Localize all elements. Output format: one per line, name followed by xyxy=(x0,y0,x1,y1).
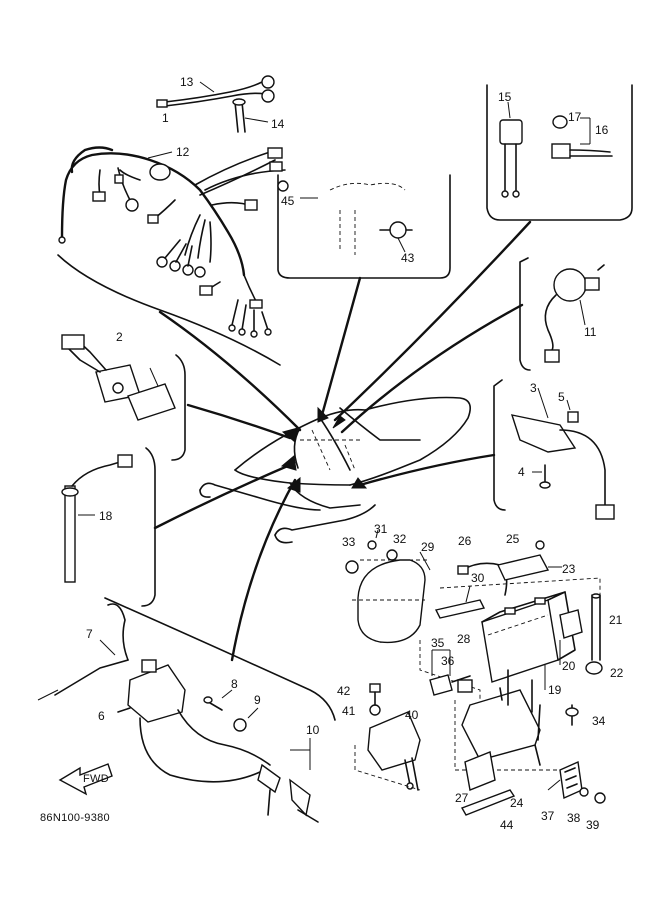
callout-21: 21 xyxy=(609,613,623,627)
part-34-bolt xyxy=(565,704,579,726)
part-10-plug-caps xyxy=(257,738,319,823)
snowmobile-outline xyxy=(199,396,471,544)
callout-34: 34 xyxy=(592,714,606,728)
part-8-bolt xyxy=(203,689,233,711)
callout-18: 18 xyxy=(99,509,113,523)
callout-43: 43 xyxy=(401,251,415,265)
callout-8: 8 xyxy=(231,677,238,691)
part-44-band xyxy=(460,789,516,816)
callout-9: 9 xyxy=(254,693,261,707)
callout-37: 37 xyxy=(541,809,555,823)
callout-2: 2 xyxy=(116,330,123,344)
forward-arrow-icon: FWD xyxy=(58,763,113,796)
callout-1: 1 xyxy=(162,111,169,125)
callout-35: 35 xyxy=(431,636,445,650)
part-35-36-fuse xyxy=(429,649,473,696)
callout-33: 33 xyxy=(342,535,356,549)
callout-16: 16 xyxy=(595,123,609,137)
callout-24: 24 xyxy=(510,796,524,810)
callout-25: 25 xyxy=(506,532,520,546)
part-37-38-39-holder xyxy=(547,760,606,804)
callout-19: 19 xyxy=(548,683,562,697)
part-11-main-switch xyxy=(544,264,605,363)
callout-5: 5 xyxy=(558,390,565,404)
callout-30: 30 xyxy=(471,571,485,585)
part-13-wire-lead xyxy=(156,75,275,108)
part-18-sensor-rod xyxy=(61,454,133,583)
part-14-clip xyxy=(232,98,269,133)
callout-44: 44 xyxy=(500,818,514,832)
battery-assembly-outline xyxy=(419,577,601,710)
callout-42: 42 xyxy=(337,684,351,698)
callout-4: 4 xyxy=(518,465,525,479)
callout-7: 7 xyxy=(86,627,93,641)
callout-labels: 1 2 3 4 5 6 7 8 9 10 11 12 13 14 15 16 1… xyxy=(86,75,624,832)
callout-12: 12 xyxy=(176,145,190,159)
diagram-code: 86N100-9380 xyxy=(40,812,110,824)
callout-6: 6 xyxy=(98,709,105,723)
callout-3: 3 xyxy=(530,381,537,395)
callout-17: 17 xyxy=(568,110,582,124)
part-27-stay xyxy=(464,751,496,791)
part-9-clamp xyxy=(233,707,259,732)
part-40-starter-relay xyxy=(354,711,421,791)
callout-32: 32 xyxy=(393,532,407,546)
part-31-32-33-fasteners xyxy=(345,529,398,574)
callout-28: 28 xyxy=(457,632,471,646)
part-24-battery-box-bracket xyxy=(454,669,560,776)
callout-14: 14 xyxy=(271,117,285,131)
callout-27: 27 xyxy=(455,791,469,805)
callout-23: 23 xyxy=(562,562,576,576)
part-41-42-fasteners xyxy=(369,683,381,716)
callout-22: 22 xyxy=(610,666,624,680)
part-15-relay xyxy=(499,101,523,198)
callout-38: 38 xyxy=(567,811,581,825)
part-21-vent-hose xyxy=(591,593,601,661)
part-1-rectifier xyxy=(127,367,176,421)
callout-11: 11 xyxy=(584,325,597,339)
part-43-45-fittings xyxy=(300,182,413,255)
part-7-lead xyxy=(99,639,116,656)
callout-13: 13 xyxy=(180,75,194,89)
callout-31: 31 xyxy=(374,522,388,536)
callout-29: 29 xyxy=(421,540,435,554)
part-23-25-band xyxy=(497,540,562,581)
callout-10: 10 xyxy=(306,723,320,737)
part-28-battery xyxy=(481,591,576,683)
part-22-cap xyxy=(585,661,603,675)
callout-45: 45 xyxy=(281,194,295,208)
part-30-negative-lead xyxy=(434,585,486,619)
part-3-4-5-regulator xyxy=(510,387,615,520)
part-6-ignition-coil xyxy=(37,603,271,783)
part-2-cdi-unit xyxy=(61,334,141,403)
callout-20: 20 xyxy=(562,659,576,673)
callout-41: 41 xyxy=(342,704,356,718)
callout-26: 26 xyxy=(458,534,472,548)
part-12-main-harness xyxy=(58,146,289,338)
callout-39: 39 xyxy=(586,818,600,832)
callout-15: 15 xyxy=(498,90,512,104)
callout-36: 36 xyxy=(441,654,455,668)
part-29-battery-cover xyxy=(352,551,431,644)
front-label: FWD xyxy=(83,773,109,785)
callout-40: 40 xyxy=(405,708,419,722)
part-20-pad xyxy=(559,609,583,639)
panel-borders xyxy=(57,84,633,721)
part-16-17-bulb-socket xyxy=(551,115,613,159)
